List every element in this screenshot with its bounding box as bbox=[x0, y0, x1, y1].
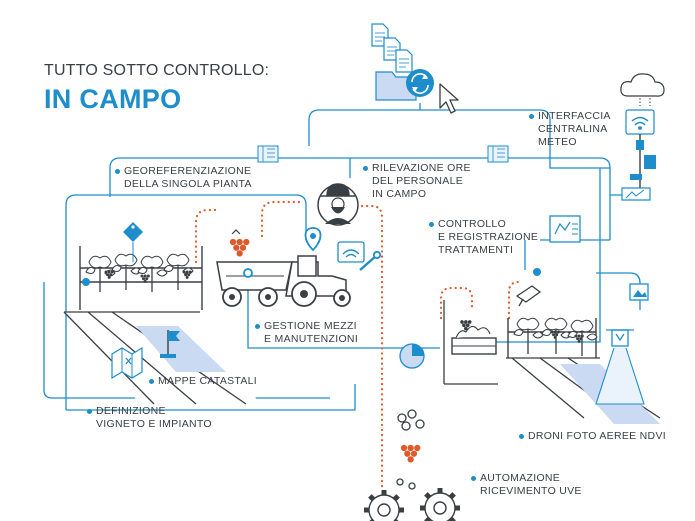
vine-icon bbox=[163, 253, 194, 291]
connector-lines bbox=[43, 103, 641, 411]
bullet-icon bbox=[529, 114, 534, 119]
bullet-icon bbox=[87, 409, 92, 414]
crate-icon bbox=[451, 320, 497, 355]
flow-paths bbox=[194, 200, 521, 492]
bullet-icon bbox=[255, 324, 260, 329]
clock-icon bbox=[399, 343, 425, 369]
label-definizione: DEFINIZIONE VIGNETO E IMPIANTO bbox=[87, 405, 212, 431]
page-title: IN CAMPO bbox=[44, 84, 182, 114]
weather-station bbox=[620, 73, 665, 201]
vine-icon bbox=[567, 319, 598, 357]
flag-icon bbox=[160, 330, 180, 358]
vine-icon bbox=[137, 255, 168, 293]
treatment-sheet-icon bbox=[549, 215, 581, 243]
label-droni: DRONI FOTO AEREE NDVI bbox=[519, 430, 666, 443]
cloud-icon bbox=[620, 73, 665, 97]
weather-station-icon bbox=[621, 187, 651, 201]
label-rilevazione: RILEVAZIONE ORE DEL PERSONALE IN CAMPO bbox=[363, 162, 471, 201]
cursor-icon bbox=[439, 83, 459, 114]
grape-icon bbox=[400, 444, 421, 463]
drone-icon bbox=[595, 283, 649, 405]
map-icon bbox=[111, 346, 143, 380]
label-mappe: MAPPE CATASTALI bbox=[149, 375, 257, 388]
gear-icon bbox=[364, 490, 404, 521]
gear-icon bbox=[420, 488, 460, 521]
wifi-icon bbox=[631, 116, 649, 130]
bullet-icon bbox=[429, 222, 434, 227]
header-subtitle: TUTTO SOTTO CONTROLLO: bbox=[44, 62, 270, 79]
grape-icon bbox=[229, 238, 250, 257]
label-gestione: GESTIONE MEZZI E MANUTENZIONI bbox=[255, 320, 358, 346]
bullet-icon bbox=[363, 166, 368, 171]
label-automazione: AUTOMAZIONE RICEVIMENTO UVE bbox=[471, 472, 582, 498]
label-interfaccia: INTERFACCIA CENTRALINA METEO bbox=[529, 110, 611, 149]
bullet-icon bbox=[149, 379, 154, 384]
data-card-icon bbox=[257, 145, 279, 163]
bullet-icon bbox=[519, 434, 524, 439]
bullet-icon bbox=[115, 169, 120, 174]
grapes-bottom bbox=[396, 409, 425, 490]
worker-icon bbox=[317, 183, 359, 226]
tag-icon bbox=[123, 222, 143, 262]
data-card-icon bbox=[487, 145, 509, 163]
vine-icon bbox=[513, 317, 544, 355]
cloud-documents-group bbox=[371, 23, 459, 114]
wrench-icon bbox=[337, 241, 382, 271]
bullet-icon bbox=[471, 476, 476, 481]
location-pin-icon bbox=[304, 227, 322, 252]
label-controllo: CONTROLLO E REGISTRAZIONE TRATTAMENTI bbox=[429, 218, 538, 257]
sprayer-icon bbox=[515, 268, 542, 307]
sync-icon bbox=[406, 69, 434, 97]
photo-icon bbox=[629, 283, 649, 301]
label-georef: GEOREFERENZIAZIONE DELLA SINGOLA PIANTA bbox=[115, 165, 252, 191]
vine-icon bbox=[111, 253, 142, 291]
document-icon bbox=[395, 49, 413, 73]
tractor-group bbox=[216, 227, 382, 307]
